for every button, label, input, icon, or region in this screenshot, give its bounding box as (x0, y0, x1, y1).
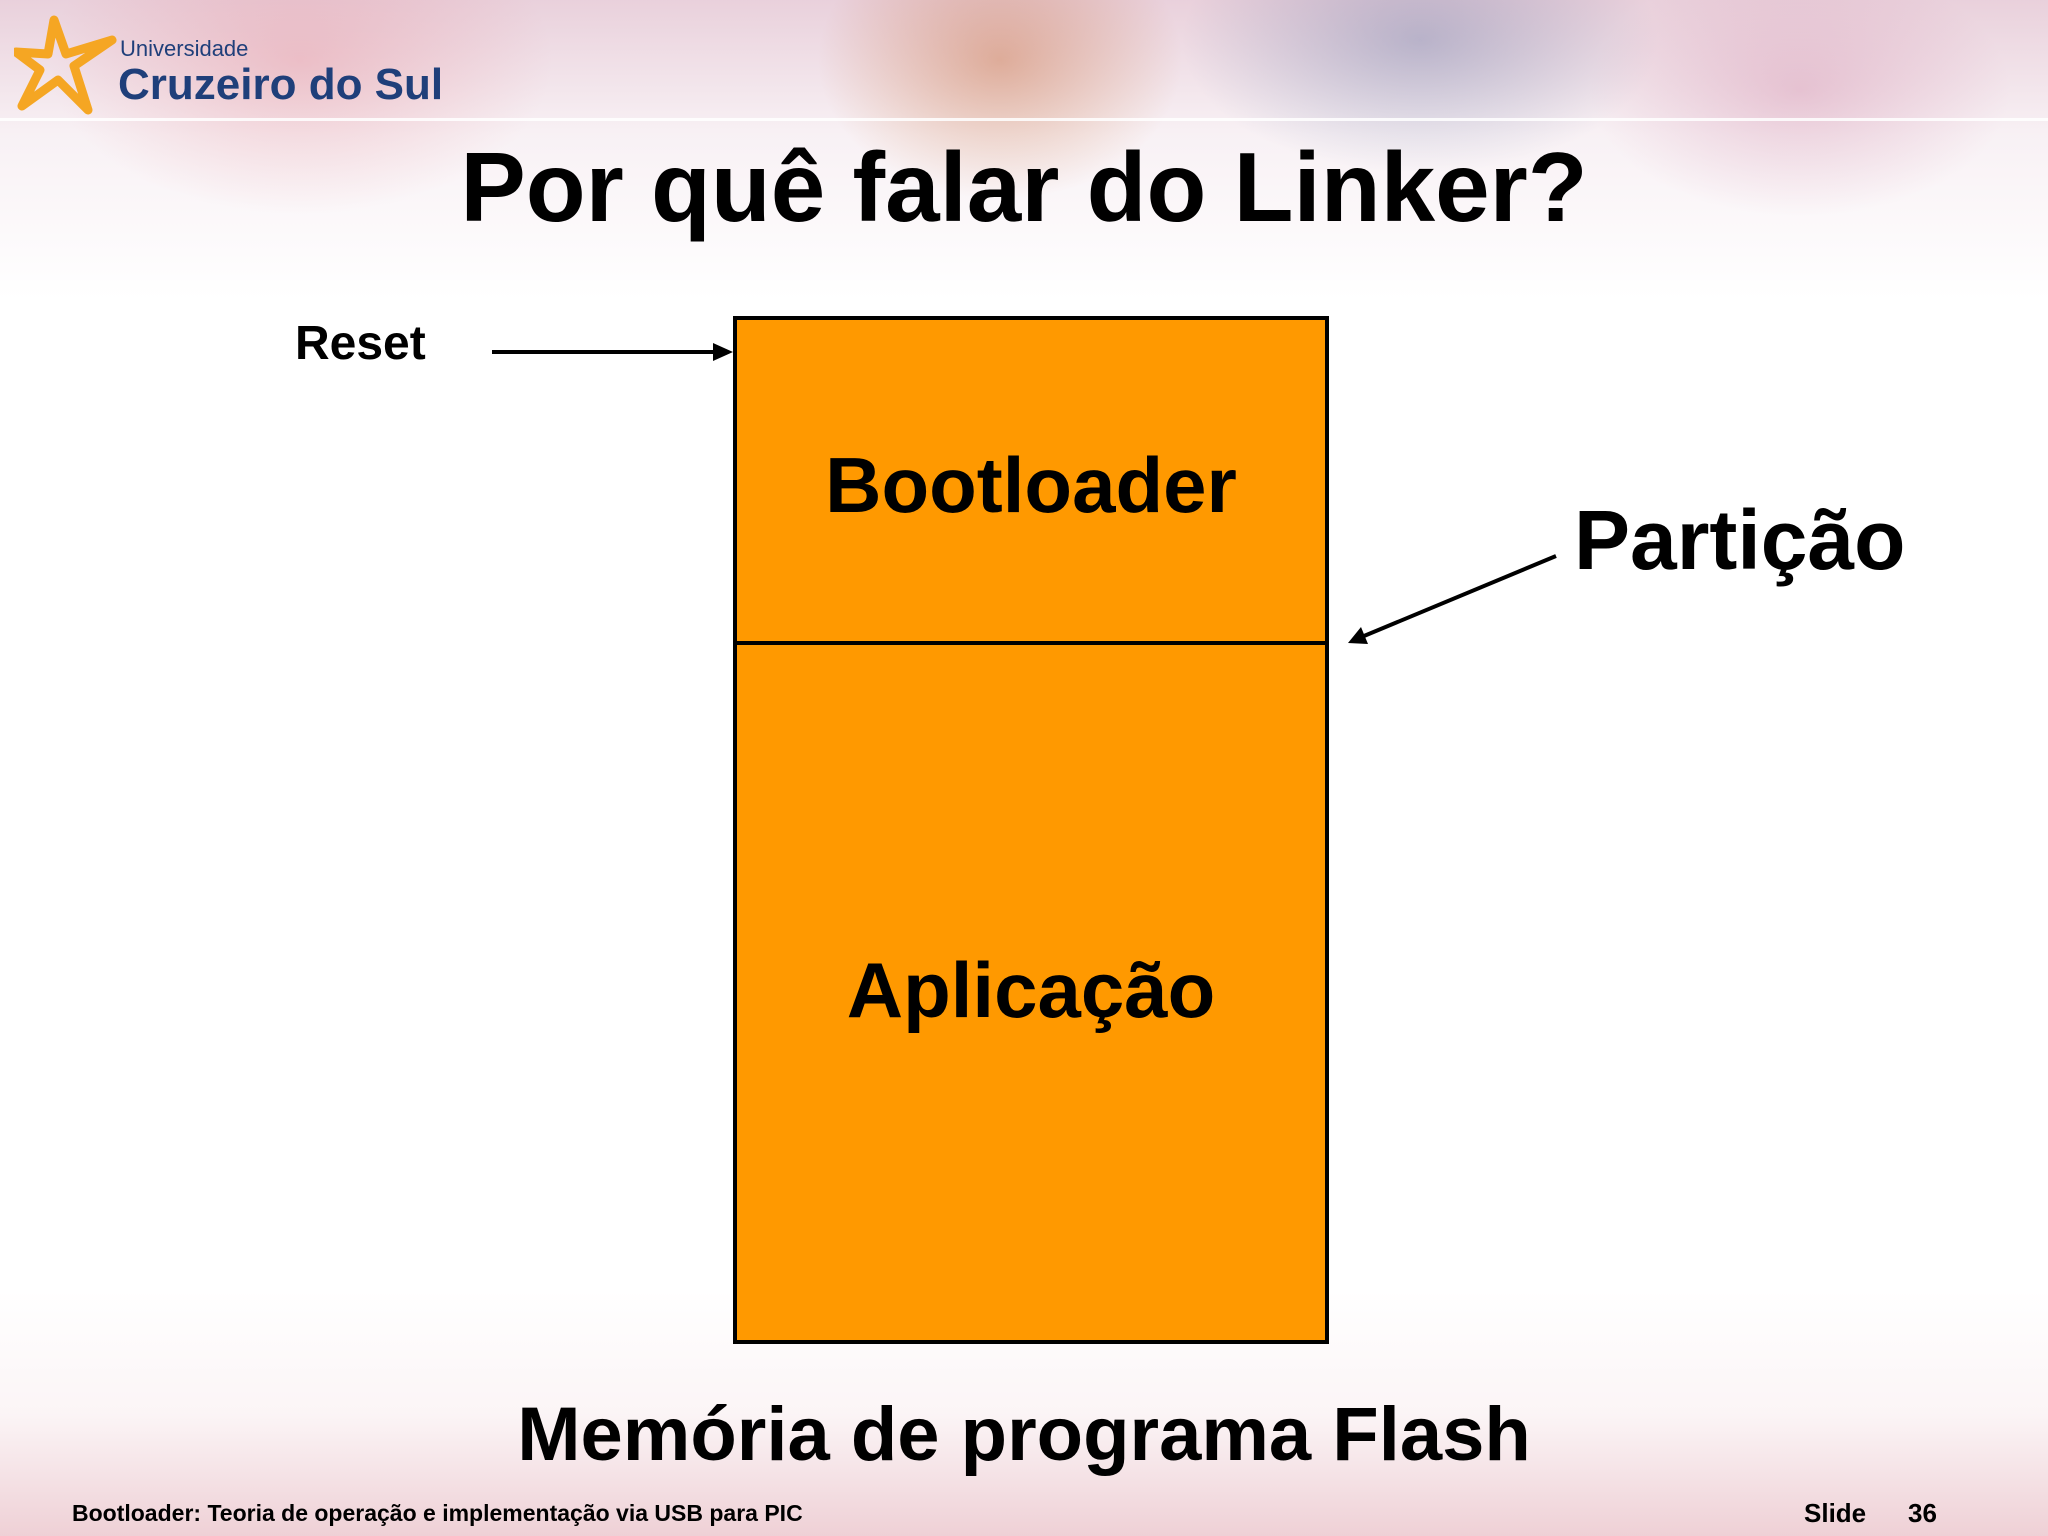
bootloader-block: Bootloader (733, 316, 1329, 645)
header-divider (0, 118, 2048, 121)
header-background (0, 0, 2048, 300)
logo-text-big: Cruzeiro do Sul (118, 60, 444, 109)
application-label: Aplicação (846, 946, 1216, 1034)
diagram-caption: Memória de programa Flash (517, 1392, 1531, 1477)
partition-arrow (1348, 554, 1557, 644)
footer-slide-number: 36 (1908, 1498, 1937, 1528)
star-icon (14, 15, 117, 115)
reset-arrow (492, 343, 733, 361)
application-block: Aplicação (733, 641, 1329, 1344)
reset-label: Reset (295, 317, 426, 370)
logo-text-small: Universidade (120, 36, 249, 61)
university-logo: Universidade Cruzeiro do Sul (14, 14, 454, 118)
footer-course-title: Bootloader: Teoria de operação e impleme… (72, 1500, 803, 1526)
partition-label: Partição (1574, 493, 1906, 587)
slide-title: Por quê falar do Linker? (460, 132, 1588, 242)
footer-slide-label: Slide (1804, 1498, 1867, 1528)
bootloader-label: Bootloader (825, 441, 1237, 529)
